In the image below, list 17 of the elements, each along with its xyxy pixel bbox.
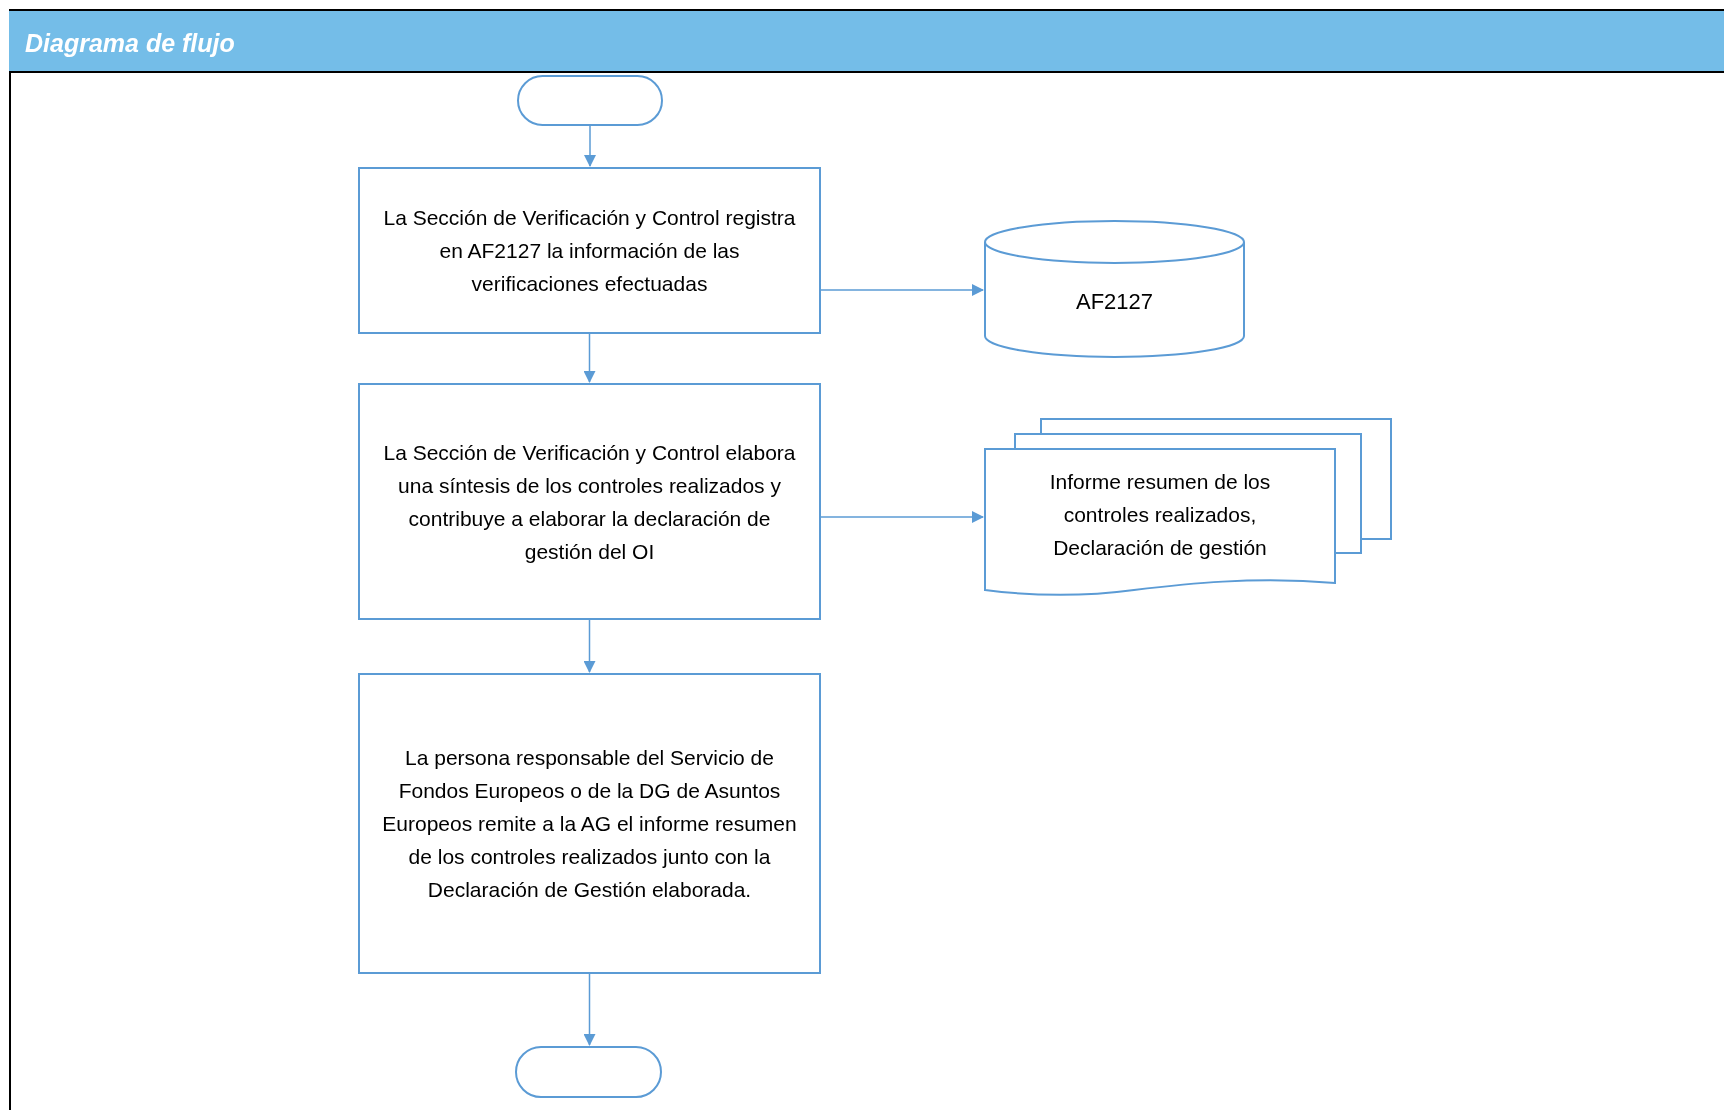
process-box [358, 673, 821, 974]
process-box [358, 167, 821, 334]
terminal-shape [515, 1046, 662, 1098]
arrow [583, 973, 596, 1046]
arrow [584, 125, 596, 167]
arrow [820, 284, 984, 296]
arrow [820, 511, 984, 523]
node-text: AF2127 [1075, 287, 1154, 316]
node-text: La persona responsable del Servicio de Fondos Europeos o de la DG de Asuntos Europeos remite a la AG el informe resumen de los controles realizados junto con la Declaración de Gestión elaborada. [381, 745, 798, 903]
terminal-shape [517, 75, 663, 126]
node-text: La Sección de Verificación y Control elabora una síntesis de los controles realizados y contribuye a elaborar la declaración de gestión del OI [382, 439, 797, 565]
process-box [358, 383, 821, 620]
node-text: La Sección de Verificación y Control registra en AF2127 la información de las verificaciones efectuadas [382, 205, 797, 297]
arrow [583, 333, 596, 383]
diagram-title: Diagrama de flujo [25, 28, 235, 59]
node-text: Informe resumen de los controles realizados, Declaración de gestión [1048, 468, 1272, 561]
arrow [583, 619, 596, 673]
